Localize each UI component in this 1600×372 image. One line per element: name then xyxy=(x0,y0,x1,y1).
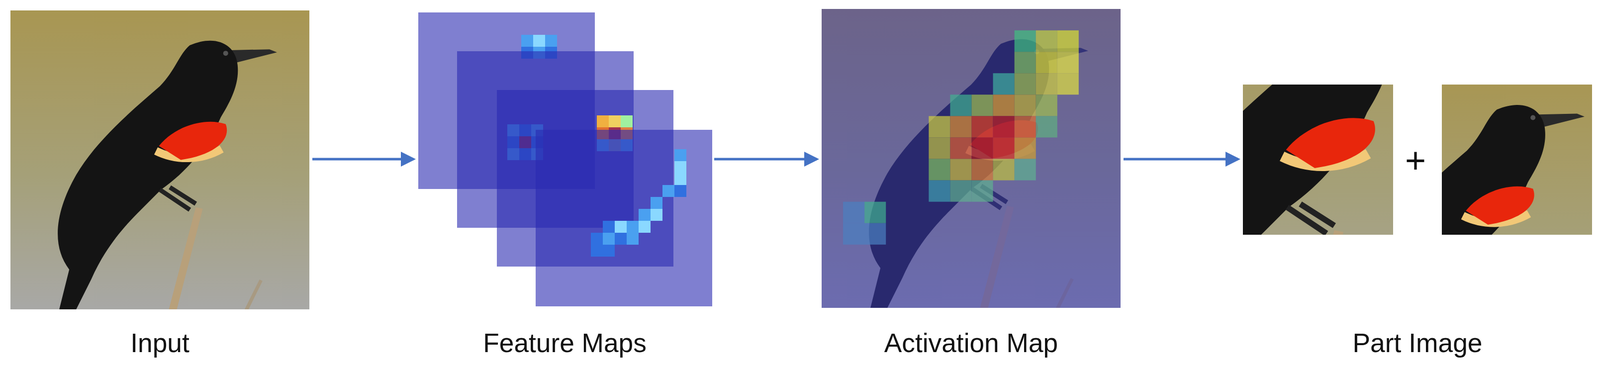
flow-arrow xyxy=(1123,158,1238,161)
plus-sign: + xyxy=(1405,142,1426,179)
flow-arrow xyxy=(312,158,414,161)
panel-caption: Feature Maps xyxy=(418,327,712,360)
image-panel: Input xyxy=(10,8,310,363)
image-panel: Feature Maps xyxy=(418,8,712,363)
image-panel: Part Image xyxy=(1242,8,1593,363)
flow-arrow xyxy=(714,158,817,161)
image-panel: Activation Map xyxy=(821,8,1121,363)
panel-caption: Part Image xyxy=(1242,327,1593,360)
panel-caption: Activation Map xyxy=(821,327,1121,360)
panel-caption: Input xyxy=(10,327,310,360)
